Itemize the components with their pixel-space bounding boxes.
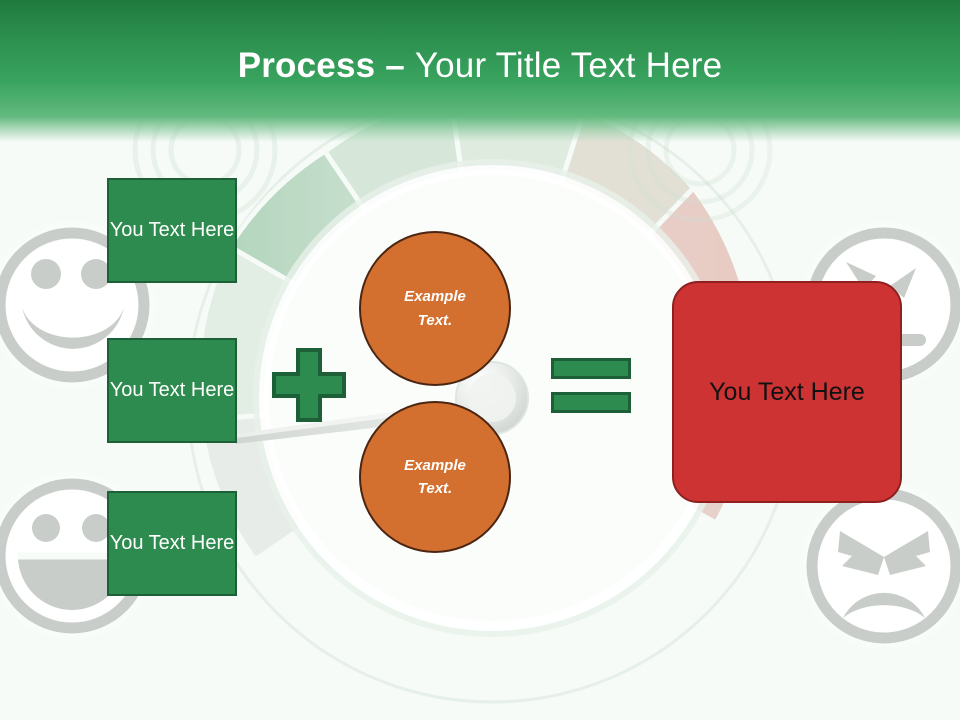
plus-icon — [272, 348, 346, 422]
process-circle-1[interactable]: Example Text. — [359, 231, 511, 386]
page-title-dash: – — [375, 46, 415, 85]
input-box-3[interactable]: You Text Here — [107, 491, 237, 596]
result-box[interactable]: You Text Here — [672, 281, 902, 503]
process-circle-1-label-line1: Example — [404, 288, 466, 306]
page-title: Process – Your Title Text Here — [0, 46, 960, 85]
equals-bar-top — [551, 358, 631, 379]
equals-bar-bottom — [551, 392, 631, 413]
input-box-1[interactable]: You Text Here — [107, 178, 237, 283]
process-circle-2-label-line2: Text. — [417, 480, 453, 497]
input-box-2[interactable]: You Text Here — [107, 338, 237, 443]
input-box-3-label: You Text Here — [109, 532, 235, 554]
page-title-bold: Process — [237, 46, 376, 85]
process-circle-2-label-line1: Example — [404, 456, 466, 474]
equals-icon — [551, 358, 631, 413]
input-box-2-label: You Text Here — [109, 379, 235, 401]
result-box-label: You Text Here — [709, 377, 865, 406]
page-title-light: Your Title Text Here — [414, 46, 723, 85]
process-circle-1-label-line2: Text. — [417, 311, 453, 329]
angry-face-icon-bottom-right — [796, 478, 960, 654]
process-circle-2[interactable]: Example Text. — [359, 401, 511, 553]
input-box-1-label: You Text Here — [109, 219, 235, 241]
